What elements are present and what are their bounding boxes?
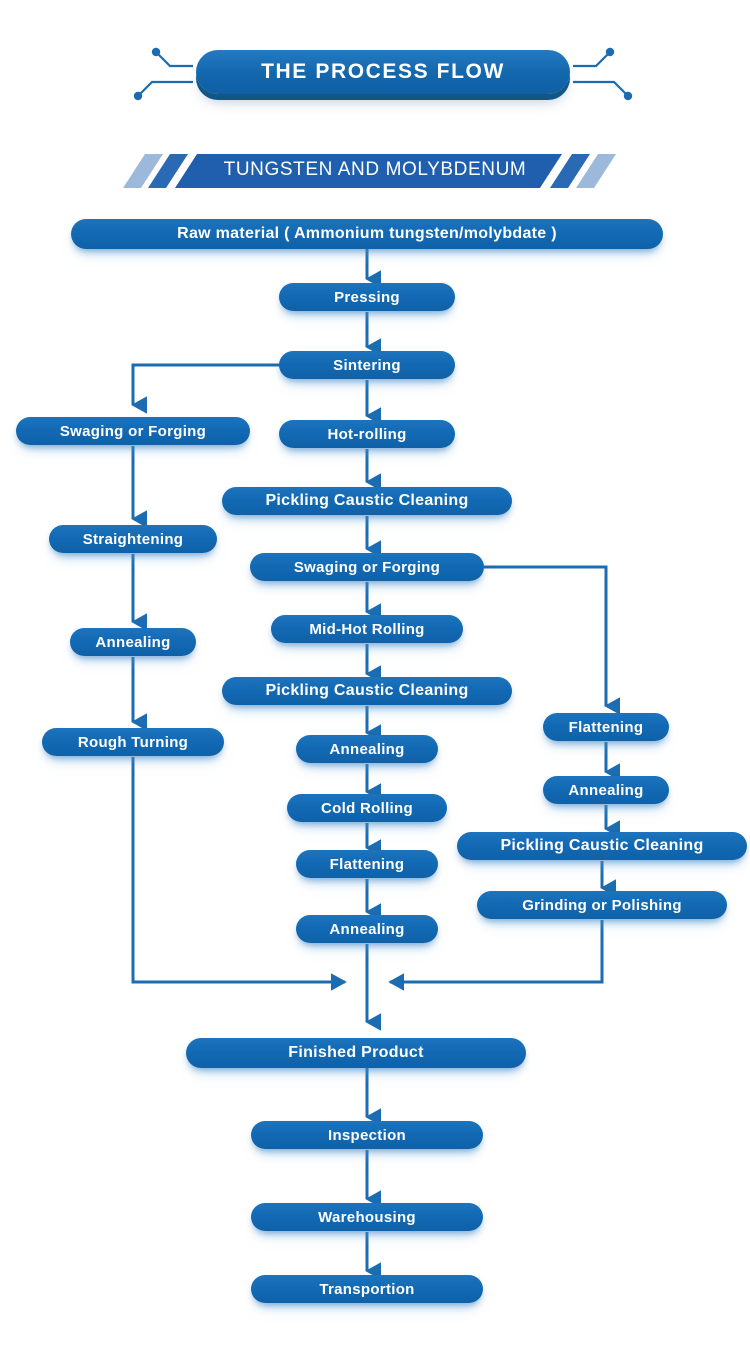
flow-node-label: Pickling Caustic Cleaning bbox=[265, 682, 469, 699]
flow-node-label: Hot-rolling bbox=[327, 425, 407, 443]
flow-node-finished[interactable]: Finished Product bbox=[186, 1038, 526, 1068]
flow-node-flatten_c[interactable]: Flattening bbox=[296, 850, 438, 878]
flow-node-label: Grinding or Polishing bbox=[522, 896, 682, 914]
flow-node-label: Flattening bbox=[329, 855, 405, 873]
flow-node-label: Annealing bbox=[329, 920, 405, 938]
flow-node-anneal_r[interactable]: Annealing bbox=[543, 776, 669, 804]
flow-node-label: Annealing bbox=[95, 633, 171, 651]
flow-node-pickling2[interactable]: Pickling Caustic Cleaning bbox=[222, 677, 512, 705]
flow-node-label: Cold Rolling bbox=[321, 799, 413, 817]
edge-swaging2-flattening-right bbox=[484, 565, 620, 715]
flow-node-pressing[interactable]: Pressing bbox=[279, 283, 455, 311]
subtitle-stripes-icon bbox=[123, 154, 616, 188]
flow-node-flatten_r[interactable]: Flattening bbox=[543, 713, 669, 741]
flow-node-midhot[interactable]: Mid-Hot Rolling bbox=[271, 615, 463, 643]
flow-node-rough[interactable]: Rough Turning bbox=[42, 728, 224, 756]
flow-node-label: Transportion bbox=[319, 1280, 415, 1298]
page-title: THE PROCESS FLOW bbox=[261, 60, 505, 83]
flow-node-anneal_l[interactable]: Annealing bbox=[70, 628, 196, 656]
flow-node-inspection[interactable]: Inspection bbox=[251, 1121, 483, 1149]
flow-node-swaging2[interactable]: Swaging or Forging bbox=[250, 553, 484, 581]
flow-node-label: Pickling Caustic Cleaning bbox=[265, 492, 469, 509]
subtitle-banner: TUNGSTEN AND MOLYBDENUM bbox=[0, 148, 750, 194]
flow-node-label: Warehousing bbox=[318, 1208, 416, 1226]
flow-node-label: Pressing bbox=[334, 288, 400, 306]
flow-node-hotroll[interactable]: Hot-rolling bbox=[279, 420, 455, 448]
flow-node-label: Rough Turning bbox=[77, 733, 189, 751]
flow-node-swaging1[interactable]: Swaging or Forging bbox=[16, 417, 250, 445]
edge-sintering-swaging bbox=[131, 363, 283, 414]
flow-node-transport[interactable]: Transportion bbox=[251, 1275, 483, 1303]
flow-node-label: Swaging or Forging bbox=[293, 558, 441, 576]
flow-node-anneal_c1[interactable]: Annealing bbox=[296, 735, 438, 763]
flow-node-pickling1[interactable]: Pickling Caustic Cleaning bbox=[222, 487, 512, 515]
flow-node-sintering[interactable]: Sintering bbox=[279, 351, 455, 379]
edge-right-merge bbox=[388, 920, 604, 991]
circuit-decoration-icon bbox=[133, 47, 633, 101]
flow-node-label: Inspection bbox=[327, 1126, 406, 1144]
flow-node-coldroll[interactable]: Cold Rolling bbox=[287, 794, 447, 822]
flow-node-label: Sintering bbox=[333, 356, 401, 374]
title-banner: THE PROCESS FLOW bbox=[0, 0, 750, 140]
edge-left-merge bbox=[131, 757, 347, 991]
flow-node-raw[interactable]: Raw material ( Ammonium tungsten/molybda… bbox=[71, 219, 663, 249]
flow-node-label: Straightening bbox=[82, 530, 184, 548]
flow-node-label: Mid-Hot Rolling bbox=[309, 620, 425, 638]
title-pill: THE PROCESS FLOW bbox=[196, 50, 570, 94]
flow-node-label: Annealing bbox=[329, 740, 405, 758]
flow-node-anneal_c2[interactable]: Annealing bbox=[296, 915, 438, 943]
flow-node-pickling3[interactable]: Pickling Caustic Cleaning bbox=[457, 832, 747, 860]
flow-node-label: Swaging or Forging bbox=[59, 422, 207, 440]
flow-node-label: Pickling Caustic Cleaning bbox=[500, 837, 704, 854]
flow-node-straight[interactable]: Straightening bbox=[49, 525, 217, 553]
flow-node-label: Finished Product bbox=[288, 1044, 424, 1061]
flow-node-grinding[interactable]: Grinding or Polishing bbox=[477, 891, 727, 919]
flow-node-warehouse[interactable]: Warehousing bbox=[251, 1203, 483, 1231]
subtitle-text: TUNGSTEN AND MOLYBDENUM bbox=[223, 159, 527, 180]
flow-node-label: Raw material ( Ammonium tungsten/molybda… bbox=[177, 225, 557, 242]
flow-node-label: Flattening bbox=[568, 718, 644, 736]
flow-node-label: Annealing bbox=[568, 781, 644, 799]
